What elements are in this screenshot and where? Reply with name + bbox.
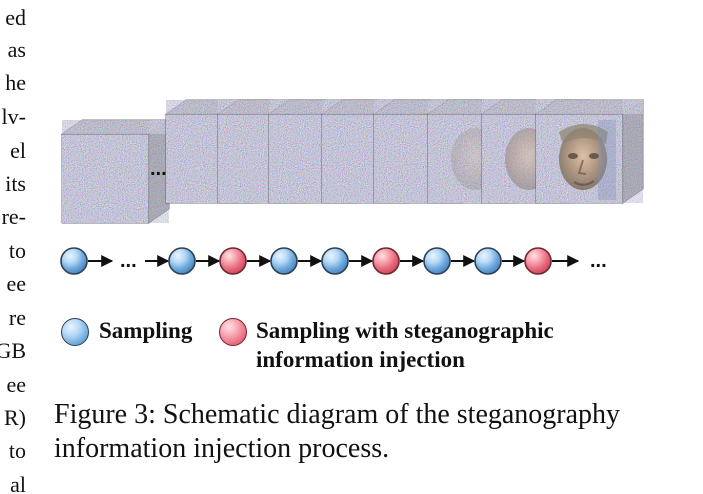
left-column-line: R) [4,405,26,430]
caption-line: Figure 3: Schematic diagram of the stega… [54,399,621,430]
caption-line: information injection process. [54,433,390,464]
left-column-line: GB [0,338,26,363]
legend: Sampling Sampling with steganographic in… [61,317,621,375]
sampling-node [474,247,502,275]
steganographic-node [219,247,247,275]
sampling-node [60,247,88,275]
left-column-line: re- [1,204,26,229]
step-ellipsis: ... [120,250,137,272]
noise-frame [60,119,171,224]
step-ellipsis: ... [590,250,607,272]
left-column-line: ee [6,372,26,397]
left-column-line: to [8,438,26,463]
sampling-legend-label: Sampling [99,318,193,343]
left-column-line: its [5,171,26,196]
left-column-line: ee [6,271,26,296]
left-column-line: re [8,305,26,330]
steganographic-node-icon [219,318,247,346]
left-column-line: he [5,70,26,95]
sampling-node [270,247,298,275]
sampling-node [321,247,349,275]
steganography-process-diagram: ......... [60,99,644,275]
left-column-line: lv- [1,104,26,129]
left-column-line: ed [5,5,26,30]
steganographic-legend-label-line2: information injection [256,347,465,372]
steganographic-node [524,247,552,275]
noise-frame [534,99,644,204]
left-column-line: as [7,37,26,62]
steganographic-legend-label-line1: Sampling with steganographic [256,318,554,343]
left-column-line: el [10,138,26,163]
steganographic-node [372,247,400,275]
left-column-line: to [8,238,26,263]
sampling-node-icon [61,318,89,346]
left-column-line: al [10,472,26,494]
frame-ellipsis: ... [150,158,167,180]
sampling-node [168,247,196,275]
figure-caption: Figure 3: Schematic diagram of the stega… [54,398,694,466]
sampling-node [423,247,451,275]
left-column-text: ed as he lv- el its re- to ee re GB ee R… [0,0,26,494]
